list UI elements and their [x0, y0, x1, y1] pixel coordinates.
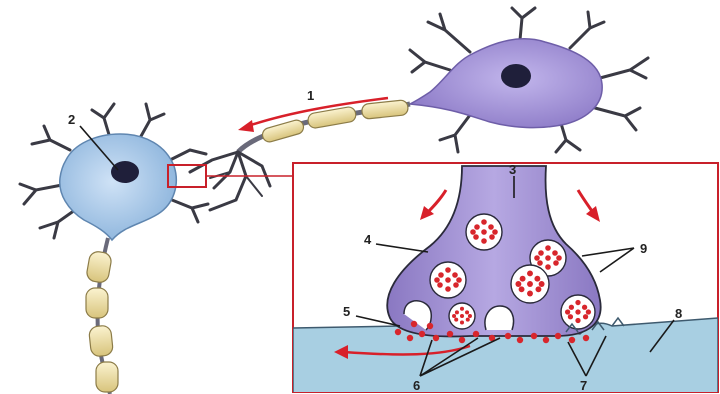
neurotransmitter-molecule: [419, 331, 425, 337]
vesicle-molecule: [488, 224, 494, 230]
neurotransmitter-molecule: [473, 331, 479, 337]
vesicle-molecule: [519, 286, 525, 292]
vesicle-molecule: [492, 229, 498, 235]
vesicle-molecule: [539, 281, 545, 287]
neurotransmitter-molecule: [517, 337, 523, 343]
vesicle-molecule: [455, 310, 459, 314]
presynaptic-nucleus: [501, 64, 531, 88]
neurotransmitter-molecule: [531, 333, 537, 339]
vesicle-molecule: [445, 277, 451, 283]
vesicle-molecule: [535, 286, 541, 292]
label-4: 4: [364, 232, 372, 247]
vesicle-molecule: [481, 219, 487, 225]
label-5: 5: [343, 304, 350, 319]
vesicle: [511, 265, 549, 303]
vesicle-molecule: [545, 264, 551, 270]
neurotransmitter-molecule: [411, 321, 417, 327]
vesicle: [466, 214, 502, 250]
neurotransmitter-molecule: [555, 333, 561, 339]
vesicle-molecule: [437, 282, 443, 288]
postsynaptic-nucleus: [111, 161, 139, 183]
label-2: 2: [68, 112, 75, 127]
vesicle: [449, 303, 475, 329]
postsynaptic-axon: [86, 238, 118, 394]
vesicle-molecule: [537, 260, 543, 266]
vesicle-molecule: [473, 234, 479, 240]
neurotransmitter-molecule: [447, 331, 453, 337]
vesicle-molecule: [481, 238, 487, 244]
synapse-inset: [293, 163, 718, 394]
vesicle-molecule: [460, 320, 464, 324]
vesicle-molecule: [465, 310, 469, 314]
presynaptic-neuron: [410, 8, 648, 152]
vesicle-molecule: [453, 282, 459, 288]
vesicle-molecule: [575, 309, 580, 314]
vesicle-molecule: [527, 281, 533, 287]
vesicle-molecule: [452, 272, 458, 278]
neurotransmitter-molecule: [505, 333, 511, 339]
vesicle-molecule: [565, 309, 570, 314]
vesicle-molecule: [466, 318, 470, 322]
vesicle-molecule: [468, 314, 472, 318]
vesicle-molecule: [489, 234, 495, 240]
vesicle-molecule: [452, 314, 456, 318]
label-8: 8: [675, 306, 682, 321]
neurotransmitter-molecule: [459, 337, 465, 343]
neurotransmitter-molecule: [427, 323, 433, 329]
vesicle: [561, 295, 595, 329]
neurotransmitter-molecule: [543, 337, 549, 343]
vesicle-molecule: [534, 276, 540, 282]
vesicle-molecule: [470, 229, 476, 235]
vesicle-molecule: [552, 250, 558, 256]
label-6: 6: [413, 378, 420, 393]
vesicle-molecule: [575, 300, 580, 305]
axon-terminal-branches: [190, 152, 270, 210]
neurotransmitter-molecule: [395, 329, 401, 335]
neurotransmitter-molecule: [407, 335, 413, 341]
vesicle-molecule: [460, 314, 464, 318]
vesicle-molecule: [474, 224, 480, 230]
vesicle-molecule: [545, 245, 551, 251]
vesicle-molecule: [460, 307, 464, 311]
vesicle-molecule: [515, 281, 521, 287]
postsynaptic-neuron: [20, 104, 208, 394]
vesicle-molecule: [583, 314, 588, 319]
vesicle-molecule: [575, 318, 580, 323]
vesicle-molecule: [438, 272, 444, 278]
neurotransmitter-molecule: [583, 335, 589, 341]
label-3: 3: [509, 162, 516, 177]
vesicle-molecule: [553, 260, 559, 266]
vesicle-molecule: [538, 250, 544, 256]
label-9: 9: [640, 241, 647, 256]
vesicle-molecule: [545, 255, 551, 261]
vesicle-molecule: [556, 255, 562, 261]
vesicle-molecule: [434, 277, 440, 283]
label-1: 1: [307, 88, 314, 103]
vesicle-molecule: [582, 305, 587, 310]
vesicle-molecule: [445, 286, 451, 292]
vesicle-molecule: [520, 276, 526, 282]
vesicle-molecule: [586, 309, 591, 314]
vesicle-molecule: [454, 318, 458, 322]
vesicle-molecule: [527, 291, 533, 297]
vesicle-molecule: [445, 267, 451, 273]
vesicle-molecule: [569, 305, 574, 310]
vesicle-molecule: [534, 255, 540, 261]
vesicle-molecule: [481, 229, 487, 235]
label-7: 7: [580, 378, 587, 393]
vesicle: [430, 262, 466, 298]
neurotransmitter-molecule: [569, 337, 575, 343]
neurotransmitter-molecule: [433, 335, 439, 341]
vesicle-molecule: [568, 314, 573, 319]
vesicle-molecule: [456, 277, 462, 283]
postsynaptic-soma: [60, 134, 177, 240]
vesicle-molecule: [527, 270, 533, 276]
